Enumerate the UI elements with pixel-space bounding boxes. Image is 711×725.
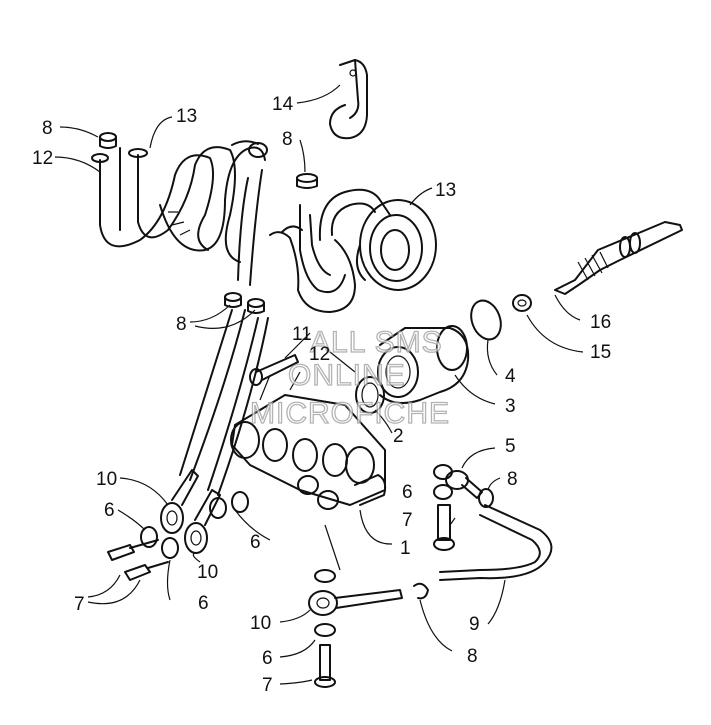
feed-hose (439, 488, 553, 581)
callout-6: 6 (262, 648, 273, 669)
callout-9: 9 (469, 614, 480, 635)
banjo-fitting-left-a (160, 469, 199, 534)
callout-8: 8 (176, 314, 187, 335)
clamp-bottom (413, 582, 429, 600)
callout-2: 2 (393, 426, 404, 447)
banjo-bolts (107, 504, 455, 688)
callout-6: 6 (198, 593, 209, 614)
callout-7: 7 (402, 510, 413, 531)
callout-1: 1 (400, 538, 411, 559)
callout-7: 7 (262, 675, 273, 696)
callout-6: 6 (104, 500, 115, 521)
callout-8: 8 (282, 129, 293, 150)
mounting-bracket (329, 59, 368, 140)
watermark: ALL SMS ONLINE MICROFICHE (249, 325, 450, 430)
leader-lines (54, 84, 584, 685)
callout-10: 10 (197, 562, 218, 583)
watermark-line-2: ONLINE (288, 359, 406, 392)
left-hose-assembly (91, 140, 268, 263)
callout-6: 6 (402, 482, 413, 503)
hose-clamp-top-mid (296, 173, 318, 189)
callout-3: 3 (505, 396, 516, 417)
watermark-line-1: ALL SMS (310, 326, 443, 359)
banjo-fitting-left-b (184, 489, 221, 554)
middle-hose-assembly (237, 169, 356, 313)
callout-8: 8 (42, 118, 53, 139)
callout-10: 10 (250, 613, 271, 634)
o-ring (470, 299, 502, 341)
hose-clamp-top-left (99, 132, 117, 149)
callout-4: 4 (505, 366, 516, 387)
callout-12: 12 (309, 344, 330, 365)
oil-pump-body (230, 371, 387, 510)
callout-6: 6 (250, 532, 261, 553)
callout-14: 14 (272, 94, 294, 115)
callout-5: 5 (505, 436, 516, 457)
drive-shaft (554, 221, 683, 295)
washers (140, 464, 453, 637)
callout-7: 7 (74, 594, 85, 615)
right-hose-coil (318, 188, 437, 291)
gasket (355, 376, 385, 414)
banjo-fitting-bottom (308, 589, 403, 616)
pump-cover (377, 325, 470, 405)
callout-11: 11 (292, 324, 312, 345)
hose-clamp-left-pair (224, 292, 265, 314)
callout-12: 12 (32, 148, 53, 169)
callout-15: 15 (590, 342, 611, 363)
callout-16: 16 (590, 312, 611, 333)
shaft-washer (512, 294, 532, 312)
watermark-line-3: MICROFICHE (250, 397, 450, 430)
callout-8: 8 (507, 469, 518, 490)
callout-13: 13 (176, 106, 197, 127)
callout-13: 13 (435, 180, 456, 201)
callout-10: 10 (96, 469, 117, 490)
callout-labels: 8 12 13 14 8 13 16 15 8 11 12 4 3 2 5 6 … (32, 94, 611, 696)
callout-8: 8 (467, 646, 478, 667)
